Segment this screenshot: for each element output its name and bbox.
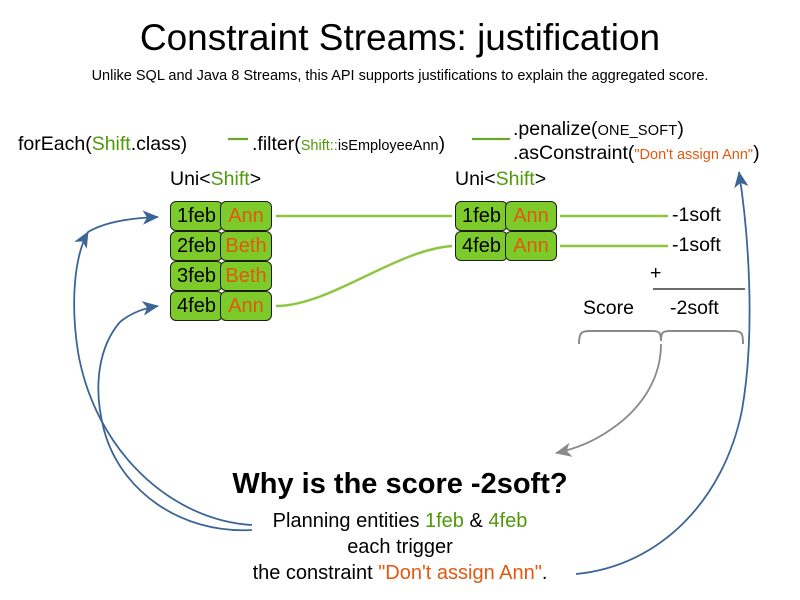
- explanation-line-1: Planning entities 1feb & 4feb: [0, 508, 800, 534]
- explanation-line-3-prefix: the constraint: [252, 562, 379, 584]
- uni-label-right-suffix: >: [534, 168, 547, 190]
- shift-employee-cell: Ann: [220, 291, 272, 321]
- shift-date-cell: 2feb: [170, 231, 223, 261]
- explanation-heading: Why is the score -2soft?: [232, 468, 568, 500]
- code-filter-ref-method: isEmployeeAnn: [337, 138, 439, 154]
- code-foreach-call: forEach(: [18, 133, 92, 155]
- uni-label-left: Uni<Shift>: [170, 167, 261, 191]
- impact-value-1: -1soft: [672, 234, 721, 256]
- justification-arrow-4feb-head: [119, 301, 159, 323]
- shift-date-cell: 1feb: [170, 201, 223, 231]
- explanation-line-3-period: .: [541, 562, 548, 584]
- code-as-constraint-call: .asConstraint(: [513, 142, 635, 164]
- shift-row[interactable]: 2feb Beth: [170, 231, 272, 261]
- code-penalize-close: ): [677, 118, 684, 140]
- explanation-line-3: the constraint "Don't assign Ann".: [0, 560, 800, 586]
- score-brace: [578, 330, 744, 345]
- shift-date-cell: 4feb: [455, 231, 508, 261]
- score-label: Score: [583, 297, 634, 319]
- code-penalize-call: .penalize(: [513, 118, 598, 140]
- page-title: Constraint Streams: justification: [139, 17, 661, 58]
- explanation-entity-4feb: 4feb: [488, 510, 528, 532]
- code-filter: .filter(Shift::isEmployeeAnn): [252, 132, 445, 158]
- shift-date-cell: 3feb: [170, 261, 223, 291]
- shift-date-cell: 1feb: [455, 201, 508, 231]
- uni-label-left-prefix: Uni<: [170, 168, 211, 190]
- code-foreach-rest: .class): [130, 133, 188, 155]
- shift-employee-cell: Beth: [220, 261, 272, 291]
- uni-label-right: Uni<Shift>: [455, 167, 546, 191]
- shift-employee-cell: Ann: [505, 231, 557, 261]
- impact-value-0: -1soft: [672, 204, 721, 226]
- explanation-constraint-name: "Don't assign Ann": [378, 562, 542, 584]
- stream-link-4feb: [275, 244, 453, 308]
- page-subtitle: Unlike SQL and Java 8 Streams, this API …: [91, 68, 709, 84]
- shift-row[interactable]: 1feb Ann: [170, 201, 272, 231]
- shift-row[interactable]: 4feb Ann: [455, 231, 557, 261]
- score-explanation-arrow: [555, 343, 662, 457]
- code-as-constraint: .asConstraint("Don't assign Ann"): [513, 141, 760, 167]
- code-foreach-type: Shift: [91, 133, 131, 155]
- uni-label-left-type: Shift: [210, 168, 250, 190]
- shift-row[interactable]: 4feb Ann: [170, 291, 272, 321]
- score-total-value: -2soft: [670, 297, 719, 319]
- code-as-constraint-close: ): [753, 142, 760, 164]
- sum-rule-line: [653, 288, 745, 290]
- code-filter-close: ): [438, 133, 446, 155]
- explanation-entity-1feb: 1feb: [425, 510, 464, 532]
- code-filter-call: .filter(: [252, 133, 301, 155]
- code-filter-ref-type: Shift::: [300, 138, 338, 154]
- shift-row[interactable]: 3feb Beth: [170, 261, 272, 291]
- explanation-line-1-amp: &: [463, 510, 489, 532]
- code-foreach: forEach(Shift.class): [18, 132, 187, 156]
- explanation-body: Planning entities 1feb & 4feb each trigg…: [0, 508, 800, 586]
- shift-date-cell: 4feb: [170, 291, 223, 321]
- shift-row[interactable]: 1feb Ann: [455, 201, 557, 231]
- shift-employee-cell: Ann: [220, 201, 272, 231]
- justification-arrow-1feb-head: [87, 210, 159, 233]
- explanation-line-2: each trigger: [347, 536, 453, 558]
- code-penalize-arg: ONE_SOFT: [597, 123, 678, 139]
- code-as-constraint-arg: "Don't assign Ann": [634, 147, 754, 163]
- shift-employee-cell: Ann: [505, 201, 557, 231]
- uni-label-left-suffix: >: [249, 168, 262, 190]
- explanation-line-1-prefix: Planning entities: [272, 510, 425, 532]
- sum-operator: +: [650, 262, 662, 284]
- code-penalize: .penalize(ONE_SOFT): [513, 117, 684, 143]
- uni-label-right-prefix: Uni<: [455, 168, 496, 190]
- shift-employee-cell: Beth: [220, 231, 272, 261]
- uni-label-right-type: Shift: [495, 168, 535, 190]
